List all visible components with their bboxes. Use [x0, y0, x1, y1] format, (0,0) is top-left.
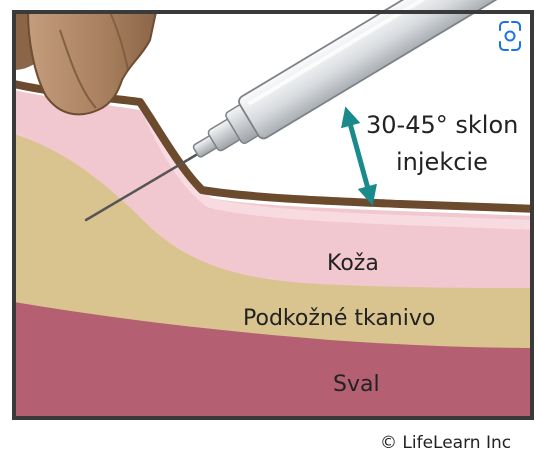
angle-label-line1: 30-45° sklon: [366, 111, 518, 139]
angle-label-line2: injekcie: [396, 148, 488, 176]
subcutaneous-label: Podkožné tkanivo: [243, 306, 435, 331]
skin-label: Koža: [327, 251, 379, 276]
muscle-label: Sval: [333, 372, 380, 397]
visual-search-button[interactable]: [491, 17, 529, 55]
credit-text: © LifeLearn Inc: [380, 433, 511, 453]
